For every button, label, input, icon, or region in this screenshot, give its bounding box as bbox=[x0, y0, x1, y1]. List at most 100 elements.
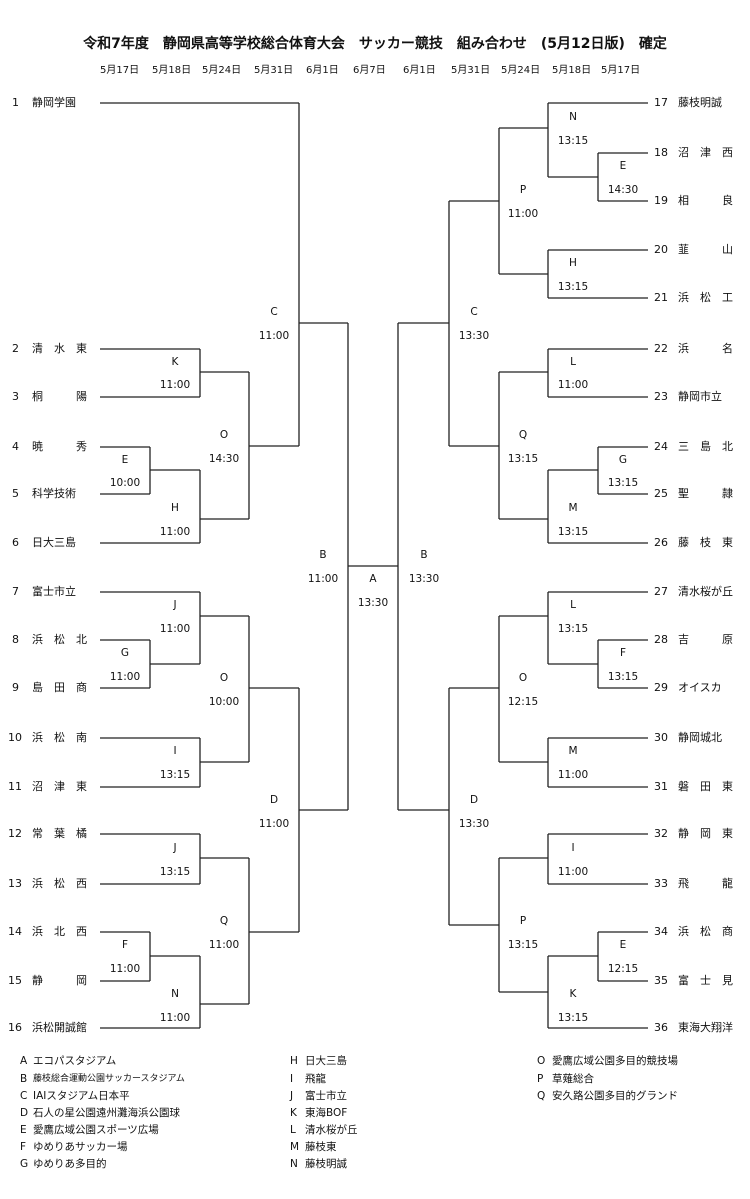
match-venue: P bbox=[519, 915, 527, 927]
legend-code: G bbox=[20, 1158, 29, 1170]
legend-venue: ゆめりあ多目的 bbox=[33, 1158, 107, 1170]
legend-venue: 日大三島 bbox=[305, 1055, 347, 1067]
legend-code: N bbox=[290, 1158, 298, 1170]
team-name: 浜 北 西 bbox=[32, 925, 87, 938]
team-name: 清 水 東 bbox=[32, 342, 87, 355]
round-date: 6月7日 bbox=[353, 65, 386, 76]
team-name: 聖 隷 bbox=[678, 487, 733, 500]
match-time: 13:15 bbox=[557, 526, 589, 538]
legend-code: P bbox=[537, 1073, 544, 1085]
match-venue: M bbox=[568, 502, 578, 514]
match-venue: B bbox=[420, 549, 428, 561]
match-time: 13:15 bbox=[507, 939, 539, 951]
team-number: 16 bbox=[8, 1021, 22, 1034]
team-number: 2 bbox=[12, 342, 19, 355]
team-name: 富 士 見 bbox=[678, 974, 733, 987]
team-number: 1 bbox=[12, 96, 19, 109]
match-venue: F bbox=[121, 939, 129, 951]
match-time: 13:30 bbox=[458, 330, 490, 342]
team-name: 暁 秀 bbox=[32, 440, 87, 453]
legend-code: Q bbox=[537, 1090, 546, 1102]
team-number: 26 bbox=[654, 536, 668, 549]
team-number: 4 bbox=[12, 440, 19, 453]
team-name: 飛 龍 bbox=[678, 877, 733, 890]
match-venue: N bbox=[171, 988, 179, 1000]
page-title: 令和7年度 静岡県高等学校総合体育大会 サッカー競技 組み合わせ (5月12日版… bbox=[83, 36, 667, 52]
match-venue: F bbox=[619, 647, 627, 659]
team-number: 34 bbox=[654, 925, 668, 938]
legend-code: A bbox=[20, 1055, 28, 1067]
team-number: 6 bbox=[12, 536, 19, 549]
match-time: 13:15 bbox=[159, 769, 191, 781]
team-name: 静岡城北 bbox=[678, 731, 722, 744]
team-name: 藤 枝 東 bbox=[678, 536, 733, 549]
round-date: 5月31日 bbox=[254, 65, 294, 76]
legend-code: I bbox=[290, 1073, 294, 1085]
team-name: 静岡学園 bbox=[32, 96, 76, 109]
team-name: 静岡市立 bbox=[678, 390, 722, 403]
team-number: 3 bbox=[12, 390, 19, 403]
match-time: 13:15 bbox=[557, 135, 589, 147]
match-time: 11:00 bbox=[307, 573, 339, 585]
match-time: 11:00 bbox=[258, 330, 290, 342]
match-time: 13:15 bbox=[607, 477, 639, 489]
match-time: 10:00 bbox=[208, 696, 240, 708]
legend-venue: 東海BOF bbox=[305, 1107, 348, 1119]
team-name: 浜 松 商 bbox=[678, 925, 733, 938]
legend-venue: 富士市立 bbox=[305, 1090, 347, 1102]
legend-code: O bbox=[537, 1055, 546, 1067]
team-number: 27 bbox=[654, 585, 668, 598]
match-time: 11:00 bbox=[109, 963, 141, 975]
team-name: 浜 名 bbox=[678, 342, 733, 355]
legend-venue: 愛鷹広域公園スポーツ広場 bbox=[33, 1124, 159, 1136]
team-name: 清水桜が丘 bbox=[678, 585, 733, 598]
team-number: 15 bbox=[8, 974, 22, 987]
legend-venue: 愛鷹広域公園多目的競技場 bbox=[552, 1055, 678, 1067]
match-venue: I bbox=[571, 842, 575, 854]
match-venue: H bbox=[569, 257, 577, 269]
team-number: 19 bbox=[654, 194, 668, 207]
team-number: 5 bbox=[12, 487, 19, 500]
team-name: 桐 陽 bbox=[32, 390, 87, 403]
match-venue: J bbox=[173, 842, 177, 854]
match-time: 13:15 bbox=[159, 866, 191, 878]
match-time-final: 13:30 bbox=[357, 597, 389, 609]
team-name: 吉 原 bbox=[678, 633, 733, 646]
team-name: 沼 津 東 bbox=[32, 780, 87, 793]
team-number: 7 bbox=[12, 585, 19, 598]
team-name: 常 葉 橘 bbox=[32, 827, 87, 840]
team-number: 20 bbox=[654, 243, 668, 256]
team-name: 韮 山 bbox=[678, 243, 733, 256]
match-time: 13:15 bbox=[557, 281, 589, 293]
team-number: 23 bbox=[654, 390, 668, 403]
legend-code: F bbox=[20, 1141, 27, 1153]
round-date: 5月18日 bbox=[552, 65, 592, 76]
team-number: 21 bbox=[654, 291, 668, 304]
round-date: 5月31日 bbox=[451, 65, 491, 76]
match-venue: K bbox=[569, 988, 577, 1000]
match-venue: E bbox=[121, 454, 129, 466]
bracket-left bbox=[100, 102, 349, 1029]
round-date: 6月1日 bbox=[403, 65, 436, 76]
match-time: 10:00 bbox=[109, 477, 141, 489]
legend-code: H bbox=[290, 1055, 298, 1067]
team-number: 36 bbox=[654, 1021, 668, 1034]
legend-code: D bbox=[20, 1107, 29, 1119]
team-name: 静 岡 bbox=[32, 974, 87, 987]
round-date: 5月18日 bbox=[152, 65, 192, 76]
legend-venue: エコパスタジアム bbox=[33, 1055, 117, 1067]
legend-code: C bbox=[20, 1090, 28, 1102]
match-venue: Q bbox=[518, 429, 528, 441]
legend-venue: 飛龍 bbox=[305, 1073, 326, 1085]
match-venue: P bbox=[519, 184, 527, 196]
match-venue: K bbox=[171, 356, 179, 368]
team-name: 浜 松 工 bbox=[678, 291, 733, 304]
legend-code: B bbox=[20, 1073, 28, 1085]
match-venue: O bbox=[219, 429, 229, 441]
team-number: 28 bbox=[654, 633, 668, 646]
match-time: 11:00 bbox=[159, 1012, 191, 1024]
match-time: 11:00 bbox=[159, 526, 191, 538]
match-time: 14:30 bbox=[607, 184, 639, 196]
team-number: 35 bbox=[654, 974, 668, 987]
